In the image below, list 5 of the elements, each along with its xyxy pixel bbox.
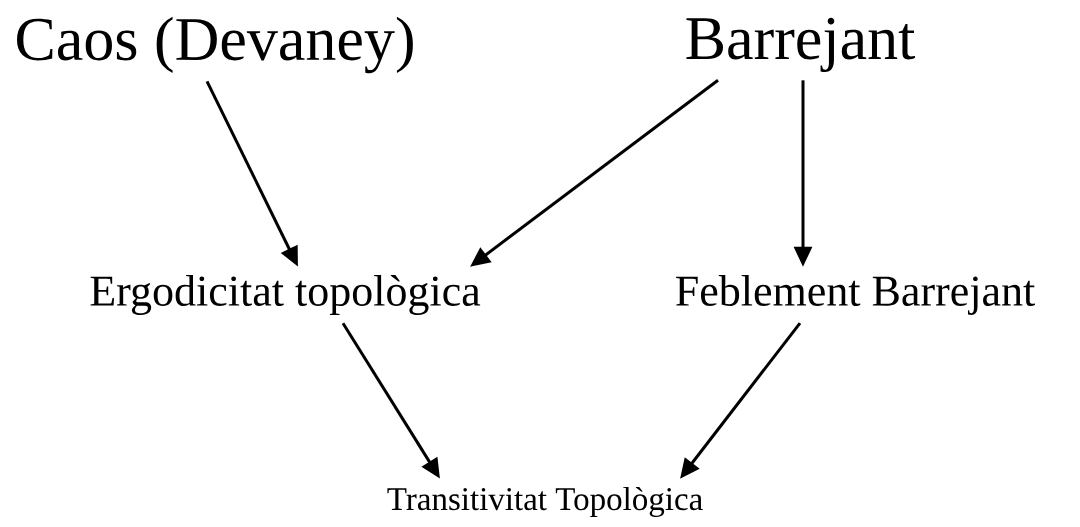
node-label: Barrejant bbox=[686, 17, 915, 73]
node-label: Ergodicitat topològica bbox=[90, 274, 481, 315]
node-label: Transitivitat Topològica bbox=[387, 486, 703, 517]
node-label: Caos (Devaney) bbox=[17, 16, 413, 74]
node-label: Feblement Barrejant bbox=[676, 275, 1035, 315]
